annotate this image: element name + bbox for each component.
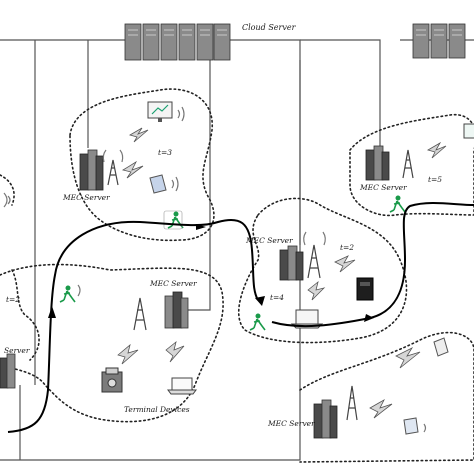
time-label-right: t=5 [428, 175, 442, 184]
coverage-clusters [0, 88, 474, 463]
wireless-bolt-icon [121, 160, 144, 179]
time-label-top: t=3 [158, 148, 172, 157]
moving-user-icon [249, 313, 266, 331]
cloud-server-label: Cloud Server [242, 23, 297, 32]
time-label-middle: t=2 [340, 243, 354, 252]
mec-server-right-label: MEC Server [359, 183, 407, 192]
wireless-bolt-icon [117, 343, 139, 365]
mec-server-middle-label: MEC Server [245, 236, 293, 245]
terminal-devices-label: Terminal Devices [124, 405, 190, 414]
user-movement-path [7, 202, 474, 433]
wireless-signal-icon [3, 192, 11, 208]
moving-user-icon [59, 285, 76, 303]
moving-user-icon [163, 210, 184, 230]
laptop-icon [167, 377, 197, 395]
wireless-bolt-icon [128, 127, 149, 143]
cloud-server-rack [124, 23, 231, 61]
tablet-icon [149, 174, 179, 194]
mec-server-lower-label: MEC Server [149, 279, 197, 288]
mec-server-lower [133, 291, 189, 331]
mec-server-middle [279, 231, 326, 281]
wireless-bolt-icon [369, 398, 393, 419]
mec-server-left-label: Server [4, 346, 30, 355]
printer-icon [101, 367, 123, 393]
phone-icon [433, 337, 449, 357]
edge-device-icon [356, 277, 374, 301]
mec-server-right [365, 145, 414, 181]
mec-server-bottom-right-label: MEC Server [267, 419, 315, 428]
mec-server-top [79, 149, 124, 191]
mec-server-bottom-right [313, 385, 358, 439]
wireless-bolt-icon [426, 141, 447, 159]
wireless-bolt-icon [165, 340, 185, 363]
wireless-bolt-icon [334, 255, 356, 273]
moving-user-icon [389, 195, 406, 213]
wireless-bolt-icon [307, 280, 326, 301]
wireless-bolt-icon [395, 347, 421, 369]
tablet-icon [403, 417, 427, 435]
mec-server-top-label: MEC Server [62, 193, 110, 202]
cloud-server-rack-right [412, 23, 466, 59]
monitor-icon [463, 123, 474, 139]
time-label-left: t=2 [6, 295, 20, 304]
time-label-center: t=4 [270, 293, 284, 302]
backbone-links [0, 39, 474, 461]
wireless-signal-icon [77, 284, 81, 297]
mec-server-left [0, 353, 16, 389]
monitor-icon [147, 101, 185, 122]
